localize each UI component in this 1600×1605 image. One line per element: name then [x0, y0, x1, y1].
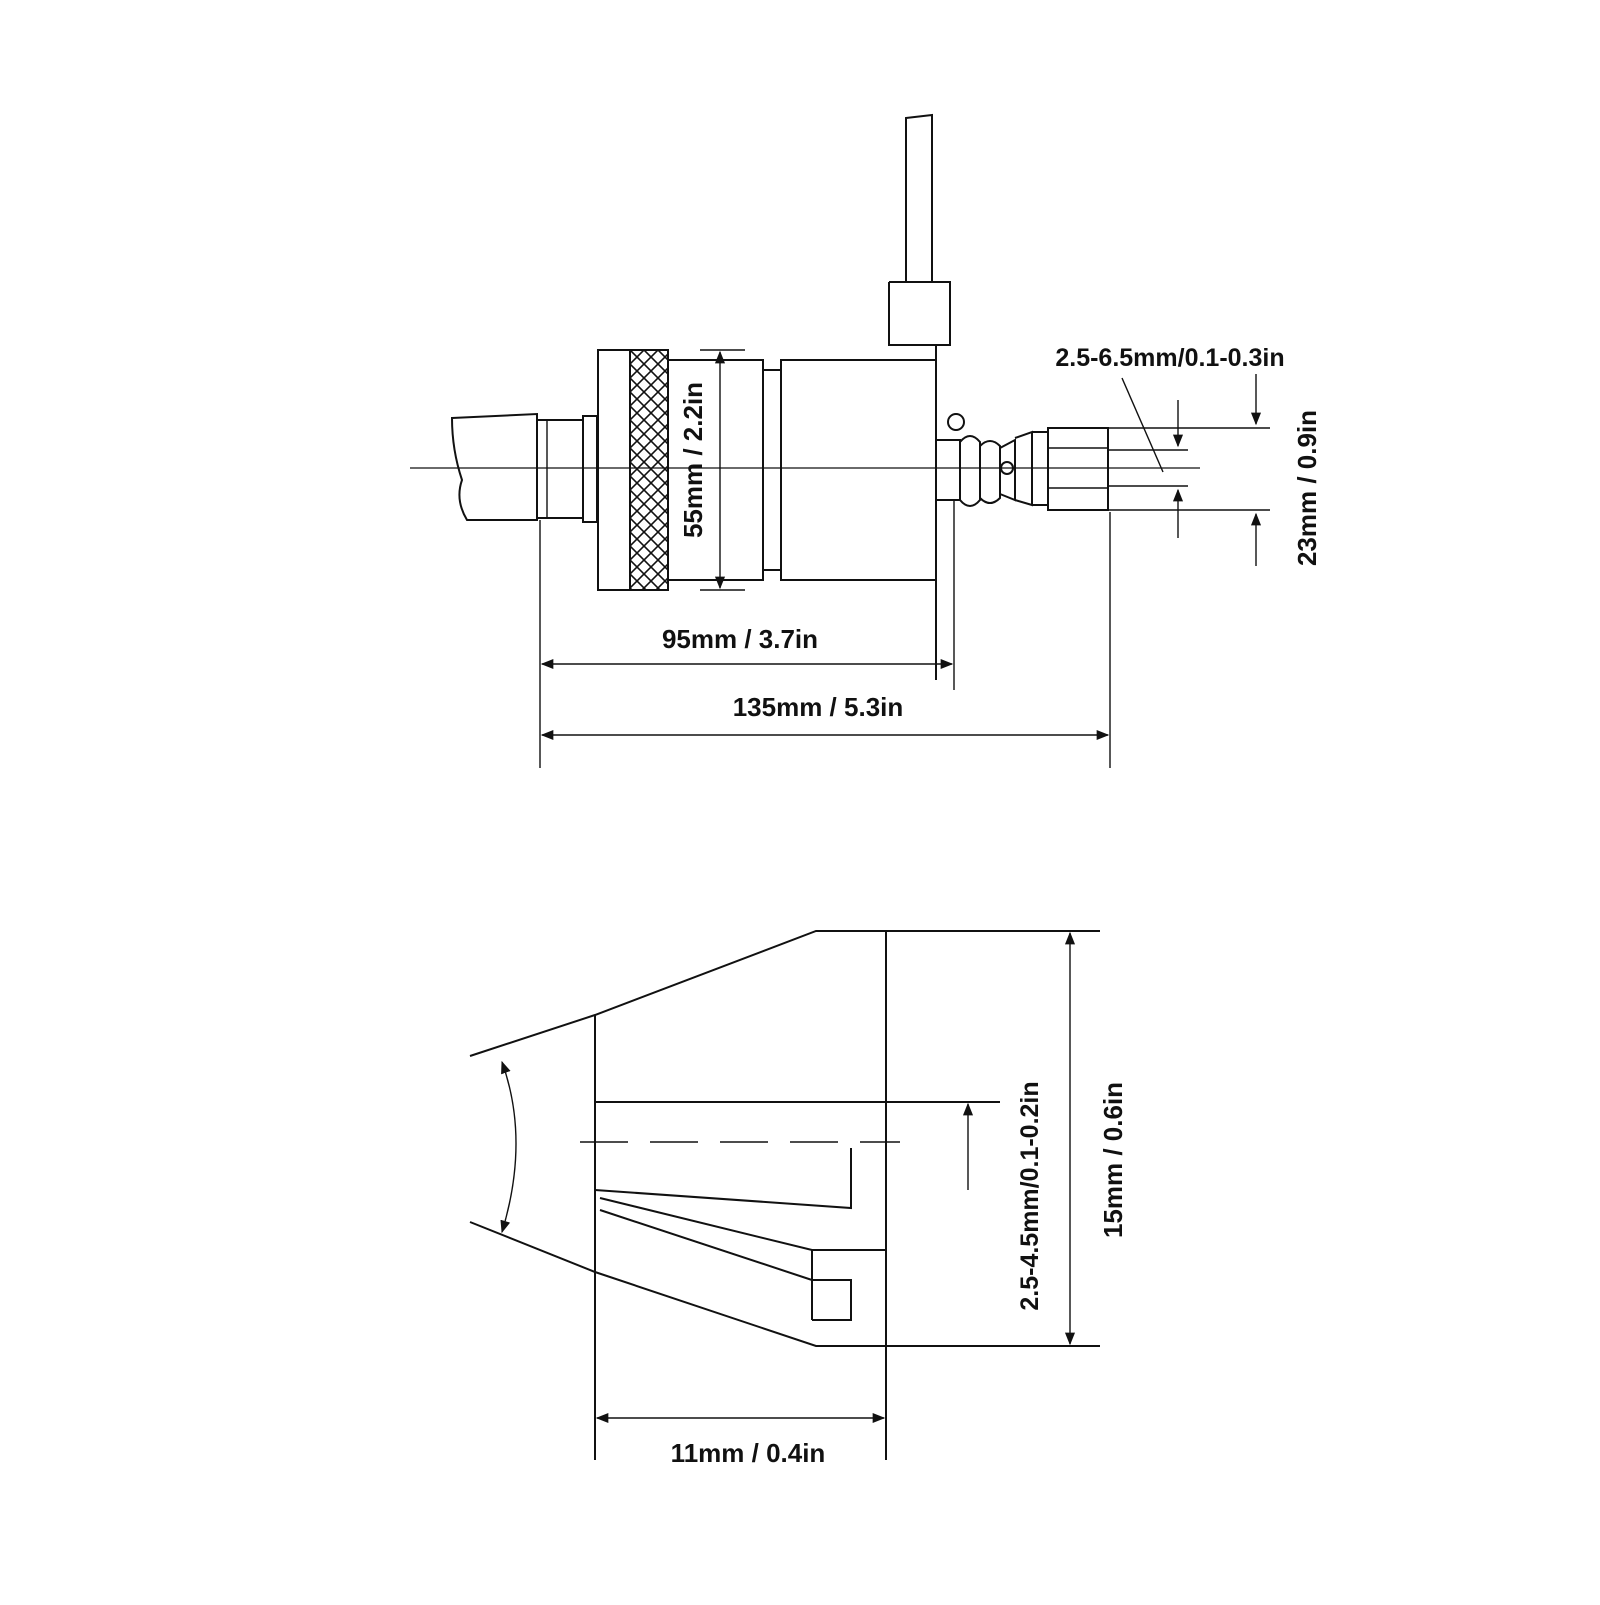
jaw-outline [469, 930, 1100, 1057]
bottom-view-drawing [469, 930, 1100, 1460]
chuck-knurl-outer [597, 349, 631, 591]
top-view-drawing [410, 113, 1270, 680]
label-jaw-height: 15mm / 0.6in [1098, 1082, 1128, 1238]
nozzle [1047, 427, 1109, 511]
jaw-lower-wedge [599, 1197, 886, 1321]
handle-bracket [888, 281, 951, 680]
motor-body [780, 359, 937, 581]
label-body-length: 95mm / 3.7in [662, 624, 818, 654]
jaw-upper-block [594, 1148, 852, 1210]
top-view-dimensions: 55mm / 2.2in 95mm / 3.7in 135mm / 5.3in … [539, 344, 1322, 768]
bottom-view-dimensions: 2.5-4.5mm/0.1-0.2in 15mm / 0.6in 11mm / … [595, 931, 1128, 1468]
label-clamp-range: 2.5-6.5mm/0.1-0.3in [1055, 344, 1284, 372]
label-total-length: 135mm / 5.3in [733, 692, 904, 722]
label-diameter: 55mm / 2.2in [678, 382, 708, 538]
output-shaft [936, 439, 961, 501]
shaft-collar [582, 415, 598, 523]
label-jaw-width: 11mm / 0.4in [671, 1438, 826, 1468]
end-cap [450, 412, 538, 521]
label-nozzle-height: 23mm / 0.9in [1292, 410, 1322, 566]
handle-rod [905, 113, 933, 283]
shaft-ring [536, 419, 584, 519]
chuck-knurl [629, 349, 669, 591]
angle-arc [500, 1060, 517, 1234]
label-opening-range: 2.5-4.5mm/0.1-0.2in [1016, 1081, 1044, 1310]
